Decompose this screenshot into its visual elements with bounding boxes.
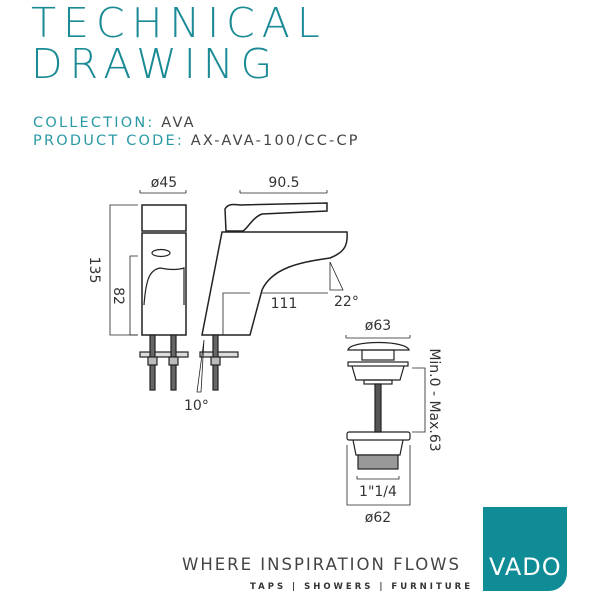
product-code-value: AX-AVA-100/CC-CP — [190, 133, 360, 149]
dim-front-width: ø45 — [151, 175, 177, 191]
dim-spout-height: 82 — [110, 287, 126, 305]
tap-side-view — [196, 190, 348, 393]
dim-spout-angle: 22° — [334, 294, 359, 310]
dim-body-angle: 10° — [184, 398, 209, 414]
tagline: TAPS | SHOWERS | FURNITURE — [250, 582, 474, 592]
dim-waste-base: ø62 — [365, 510, 391, 526]
product-code-line: PRODUCT CODE: AX-AVA-100/CC-CP — [33, 134, 360, 149]
title-line-2: DRAWING — [31, 40, 280, 88]
vado-logo: VADO — [483, 507, 567, 591]
waste-drawing — [345, 335, 426, 506]
collection-value: AVA — [161, 115, 196, 131]
dim-spout-reach: 111 — [271, 296, 298, 312]
tap-front-view — [109, 190, 189, 391]
title-line-1: TECHNICAL — [31, 0, 327, 47]
slogan: WHERE INSPIRATION FLOWS — [182, 555, 461, 574]
product-code-label: PRODUCT CODE: — [33, 133, 184, 149]
collection-line: COLLECTION: AVA — [33, 116, 196, 131]
collection-label: COLLECTION: — [33, 115, 155, 131]
dim-total-height: 135 — [86, 257, 102, 284]
logo-text: VADO — [489, 553, 562, 581]
dim-lever-length: 90.5 — [268, 175, 299, 191]
dim-waste-range: Min.0 - Max.63 — [426, 348, 442, 451]
dim-waste-top: ø63 — [365, 318, 391, 334]
dim-waste-thread: 1"1/4 — [359, 484, 397, 500]
